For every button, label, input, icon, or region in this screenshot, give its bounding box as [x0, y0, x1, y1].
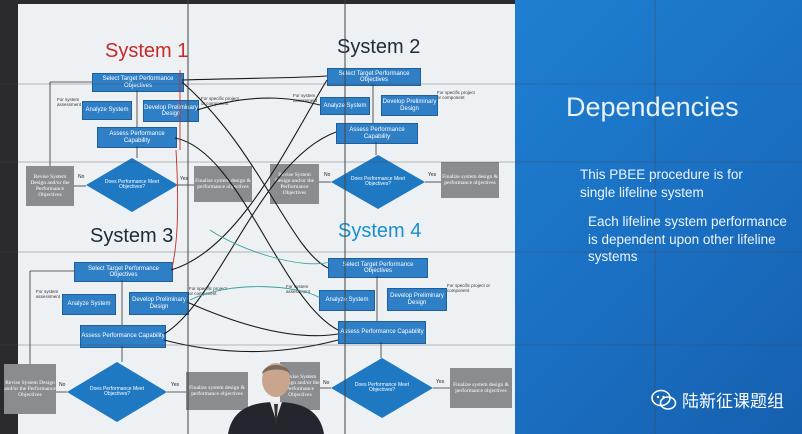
s1-assess-box: Assess Performance Capability — [97, 127, 177, 148]
s2-left-note: For system assessment — [293, 94, 319, 104]
presenter-person — [224, 358, 328, 434]
s3-decision: Does Performance Meet Objectives? — [67, 362, 167, 422]
s3-no-label: No — [59, 382, 65, 388]
watermark-text: 陆新征课题组 — [682, 387, 784, 412]
s3-assess-box: Assess Performance Capability — [80, 325, 166, 348]
s1-develop-box: Develop Preliminary Design — [143, 100, 199, 122]
s1-right-note: For specific project or component — [201, 97, 241, 107]
dependencies-heading: Dependencies — [566, 92, 739, 123]
s3-yes-label: Yes — [171, 382, 179, 388]
s3-decision-label: Does Performance Meet Objectives? — [87, 387, 147, 398]
s3-analyze-box: Analyze System — [62, 294, 116, 315]
s2-assess-box: Assess Performance Capability — [336, 123, 418, 144]
s4-finalize-box: Finalize system design & performance obj… — [450, 368, 512, 408]
s3-develop-box: Develop Preliminary Design — [129, 292, 189, 315]
s4-decision: Does Performance Meet Objectives? — [331, 358, 433, 418]
s2-decision: Does Performance Meet Objectives? — [331, 155, 425, 209]
s1-no-label: No — [78, 174, 84, 180]
s2-analyze-box: Analyze System — [320, 97, 370, 115]
s1-select-box: Select Target Performance Objectives — [92, 73, 184, 92]
s4-analyze-box: Analyze System — [319, 290, 375, 311]
s4-decision-label: Does Performance Meet Objectives? — [351, 383, 412, 394]
s1-revise-box: Revise System Design and/or the Performa… — [26, 166, 74, 206]
s3-revise-box: Revise System Design and/or the Performa… — [4, 364, 56, 414]
s1-analyze-box: Analyze System — [82, 101, 132, 120]
s2-develop-box: Develop Preliminary Design — [381, 95, 438, 116]
s2-yes-label: Yes — [428, 172, 436, 178]
system-2-title: System 2 — [337, 36, 420, 59]
s4-select-box: Select Target Performance Objectives — [328, 258, 428, 278]
wechat-icon — [651, 389, 677, 411]
s2-decision-label: Does Performance Meet Objectives? — [350, 177, 406, 188]
s3-left-note: For system assessment — [36, 290, 64, 300]
s4-develop-box: Develop Preliminary Design — [387, 288, 447, 311]
system-1-title: System 1 — [105, 40, 188, 63]
s3-right-note: For specific project or component — [189, 287, 231, 297]
system-3-title: System 3 — [90, 225, 173, 248]
s3-select-box: Select Target Performance Objectives — [74, 262, 173, 282]
wechat-watermark: 陆新征课题组 — [651, 387, 784, 412]
s4-assess-box: Assess Performance Capability — [338, 321, 426, 344]
s1-decision-label: Does Performance Meet Objectives? — [104, 180, 159, 191]
s4-right-note: For specific project or component — [447, 284, 491, 294]
s2-finalize-box: Finalize system design & performance obj… — [441, 162, 499, 198]
s2-right-note: For specific project or component — [437, 91, 479, 101]
s1-decision: Does Performance Meet Objectives? — [86, 158, 178, 212]
s2-revise-box: Revise System Design and/or the Performa… — [270, 164, 319, 204]
s2-no-label: No — [324, 172, 330, 178]
panel-paragraph-1: This PBEE procedure is for single lifeli… — [580, 166, 780, 201]
s1-left-note: For system assessment — [57, 98, 83, 108]
s1-yes-label: Yes — [180, 176, 188, 182]
s2-select-box: Select Target Performance Objectives — [327, 68, 421, 86]
s4-yes-label: Yes — [436, 379, 444, 385]
s1-finalize-box: Finalize system design & performance obj… — [194, 166, 252, 202]
s4-left-note: For system assessment — [286, 285, 314, 295]
panel-paragraph-2: Each lifeline system performance is depe… — [588, 213, 793, 266]
system-4-title: System 4 — [338, 220, 421, 243]
